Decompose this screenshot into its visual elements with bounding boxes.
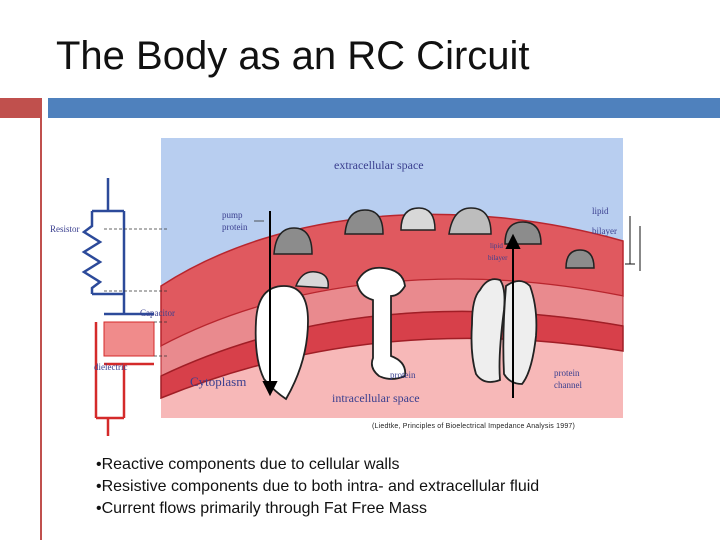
label-resistor: Resistor <box>50 224 80 234</box>
label-dielectric: dielectric <box>94 362 127 372</box>
label-extracellular-space: extracellular space <box>334 158 424 172</box>
transmembrane-proteins <box>254 266 538 401</box>
label-protein: protein <box>390 370 416 380</box>
bullet-item: •Resistive components due to both intra-… <box>96 478 540 495</box>
label-lipid-bilayer-inner-1: lipid <box>490 242 503 250</box>
left-rule <box>40 98 42 540</box>
label-lipid-bilayer-2: bilayer <box>592 226 617 236</box>
figure-caption: (Liedtke, Principles of Bioelectrical Im… <box>372 423 576 430</box>
label-pump-2: protein <box>222 222 248 232</box>
label-cytoplasm: Cytoplasm <box>190 374 246 389</box>
label-lipid-bilayer-inner-2: bilayer <box>488 254 508 262</box>
accent-bar-blue <box>48 98 720 118</box>
leader-lines <box>104 220 264 357</box>
cell-membrane-diagram: extracellular space pump protein lipid b… <box>50 138 641 436</box>
bullet-item: •Current flows primarily through Fat Fre… <box>96 500 428 517</box>
bilayer-bracket <box>625 216 641 271</box>
label-pump-1: pump <box>222 210 243 220</box>
label-intracellular-space: intracellular space <box>332 391 420 405</box>
bullet-item: •Reactive components due to cellular wal… <box>96 456 400 473</box>
label-lipid-bilayer-1: lipid <box>592 206 609 216</box>
label-protein-channel-1: protein <box>554 368 580 378</box>
label-protein-channel-2: channel <box>554 380 582 390</box>
bullet-list: •Reactive components due to cellular wal… <box>96 454 539 520</box>
accent-bar-red <box>0 98 42 118</box>
label-capacitor: Capacitor <box>140 308 175 318</box>
current-arrows <box>262 211 521 398</box>
slide-title: The Body as an RC Circuit <box>56 34 530 78</box>
rc-circuit <box>81 178 155 436</box>
